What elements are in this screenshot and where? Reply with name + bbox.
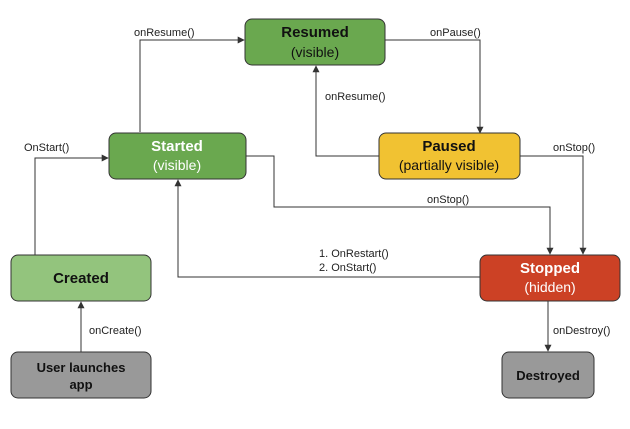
- node-resumed-subtitle: (visible): [291, 44, 339, 60]
- node-stopped-box: [479, 254, 621, 302]
- node-resumed-title: Resumed: [281, 24, 349, 41]
- node-user-launches-app: User launches app: [10, 351, 152, 399]
- node-user-launches-line2: app: [69, 377, 92, 392]
- edge-label-onstop-started: onStop(): [427, 194, 469, 206]
- edge-label-onpause: onPause(): [430, 27, 481, 39]
- edge-label-onrestart: 1. OnRestart(): [319, 248, 389, 260]
- node-paused-title: Paused: [422, 138, 475, 155]
- node-started-subtitle: (visible): [153, 157, 201, 173]
- node-destroyed-box: [501, 351, 595, 399]
- edge-onstop-paused: [520, 155, 587, 255]
- edge-label-onstart-restart: 2. OnStart(): [319, 262, 376, 274]
- edge-onstop-started: [246, 155, 554, 255]
- edge-label-ondestroy: onDestroy(): [553, 325, 610, 337]
- node-user-launches-line1: User launches: [37, 360, 126, 375]
- node-created-title: Created: [53, 270, 109, 287]
- node-stopped: Stopped (hidden): [479, 254, 621, 302]
- edge-onstart: [34, 154, 109, 255]
- node-paused-box: [378, 132, 521, 180]
- node-stopped-subtitle: (hidden): [524, 279, 575, 295]
- edge-onpause: [385, 39, 484, 134]
- node-started-title: Started: [151, 138, 203, 155]
- node-resumed: Resumed (visible): [244, 18, 386, 66]
- node-resumed-box: [244, 18, 386, 66]
- edge-label-onresume-top: onResume(): [134, 27, 195, 39]
- node-started-box: [108, 132, 247, 180]
- node-started: Started (visible): [108, 132, 247, 180]
- edge-onrestart: [174, 179, 480, 278]
- node-user-launches-box: [10, 351, 152, 399]
- edge-label-oncreate: onCreate(): [89, 325, 142, 337]
- edge-label-onstart: OnStart(): [24, 142, 69, 154]
- node-destroyed: Destroyed: [501, 351, 595, 399]
- node-destroyed-title: Destroyed: [516, 368, 580, 383]
- edge-label-onstop-paused: onStop(): [553, 142, 595, 154]
- node-created-box: [10, 254, 152, 302]
- node-paused: Paused (partially visible): [378, 132, 521, 180]
- edge-onresume-back: [312, 65, 379, 157]
- node-stopped-title: Stopped: [520, 260, 580, 277]
- node-paused-subtitle: (partially visible): [399, 157, 499, 173]
- node-created: Created: [10, 254, 152, 302]
- edge-onresume-top: [139, 36, 245, 132]
- edge-label-onresume-back: onResume(): [325, 91, 386, 103]
